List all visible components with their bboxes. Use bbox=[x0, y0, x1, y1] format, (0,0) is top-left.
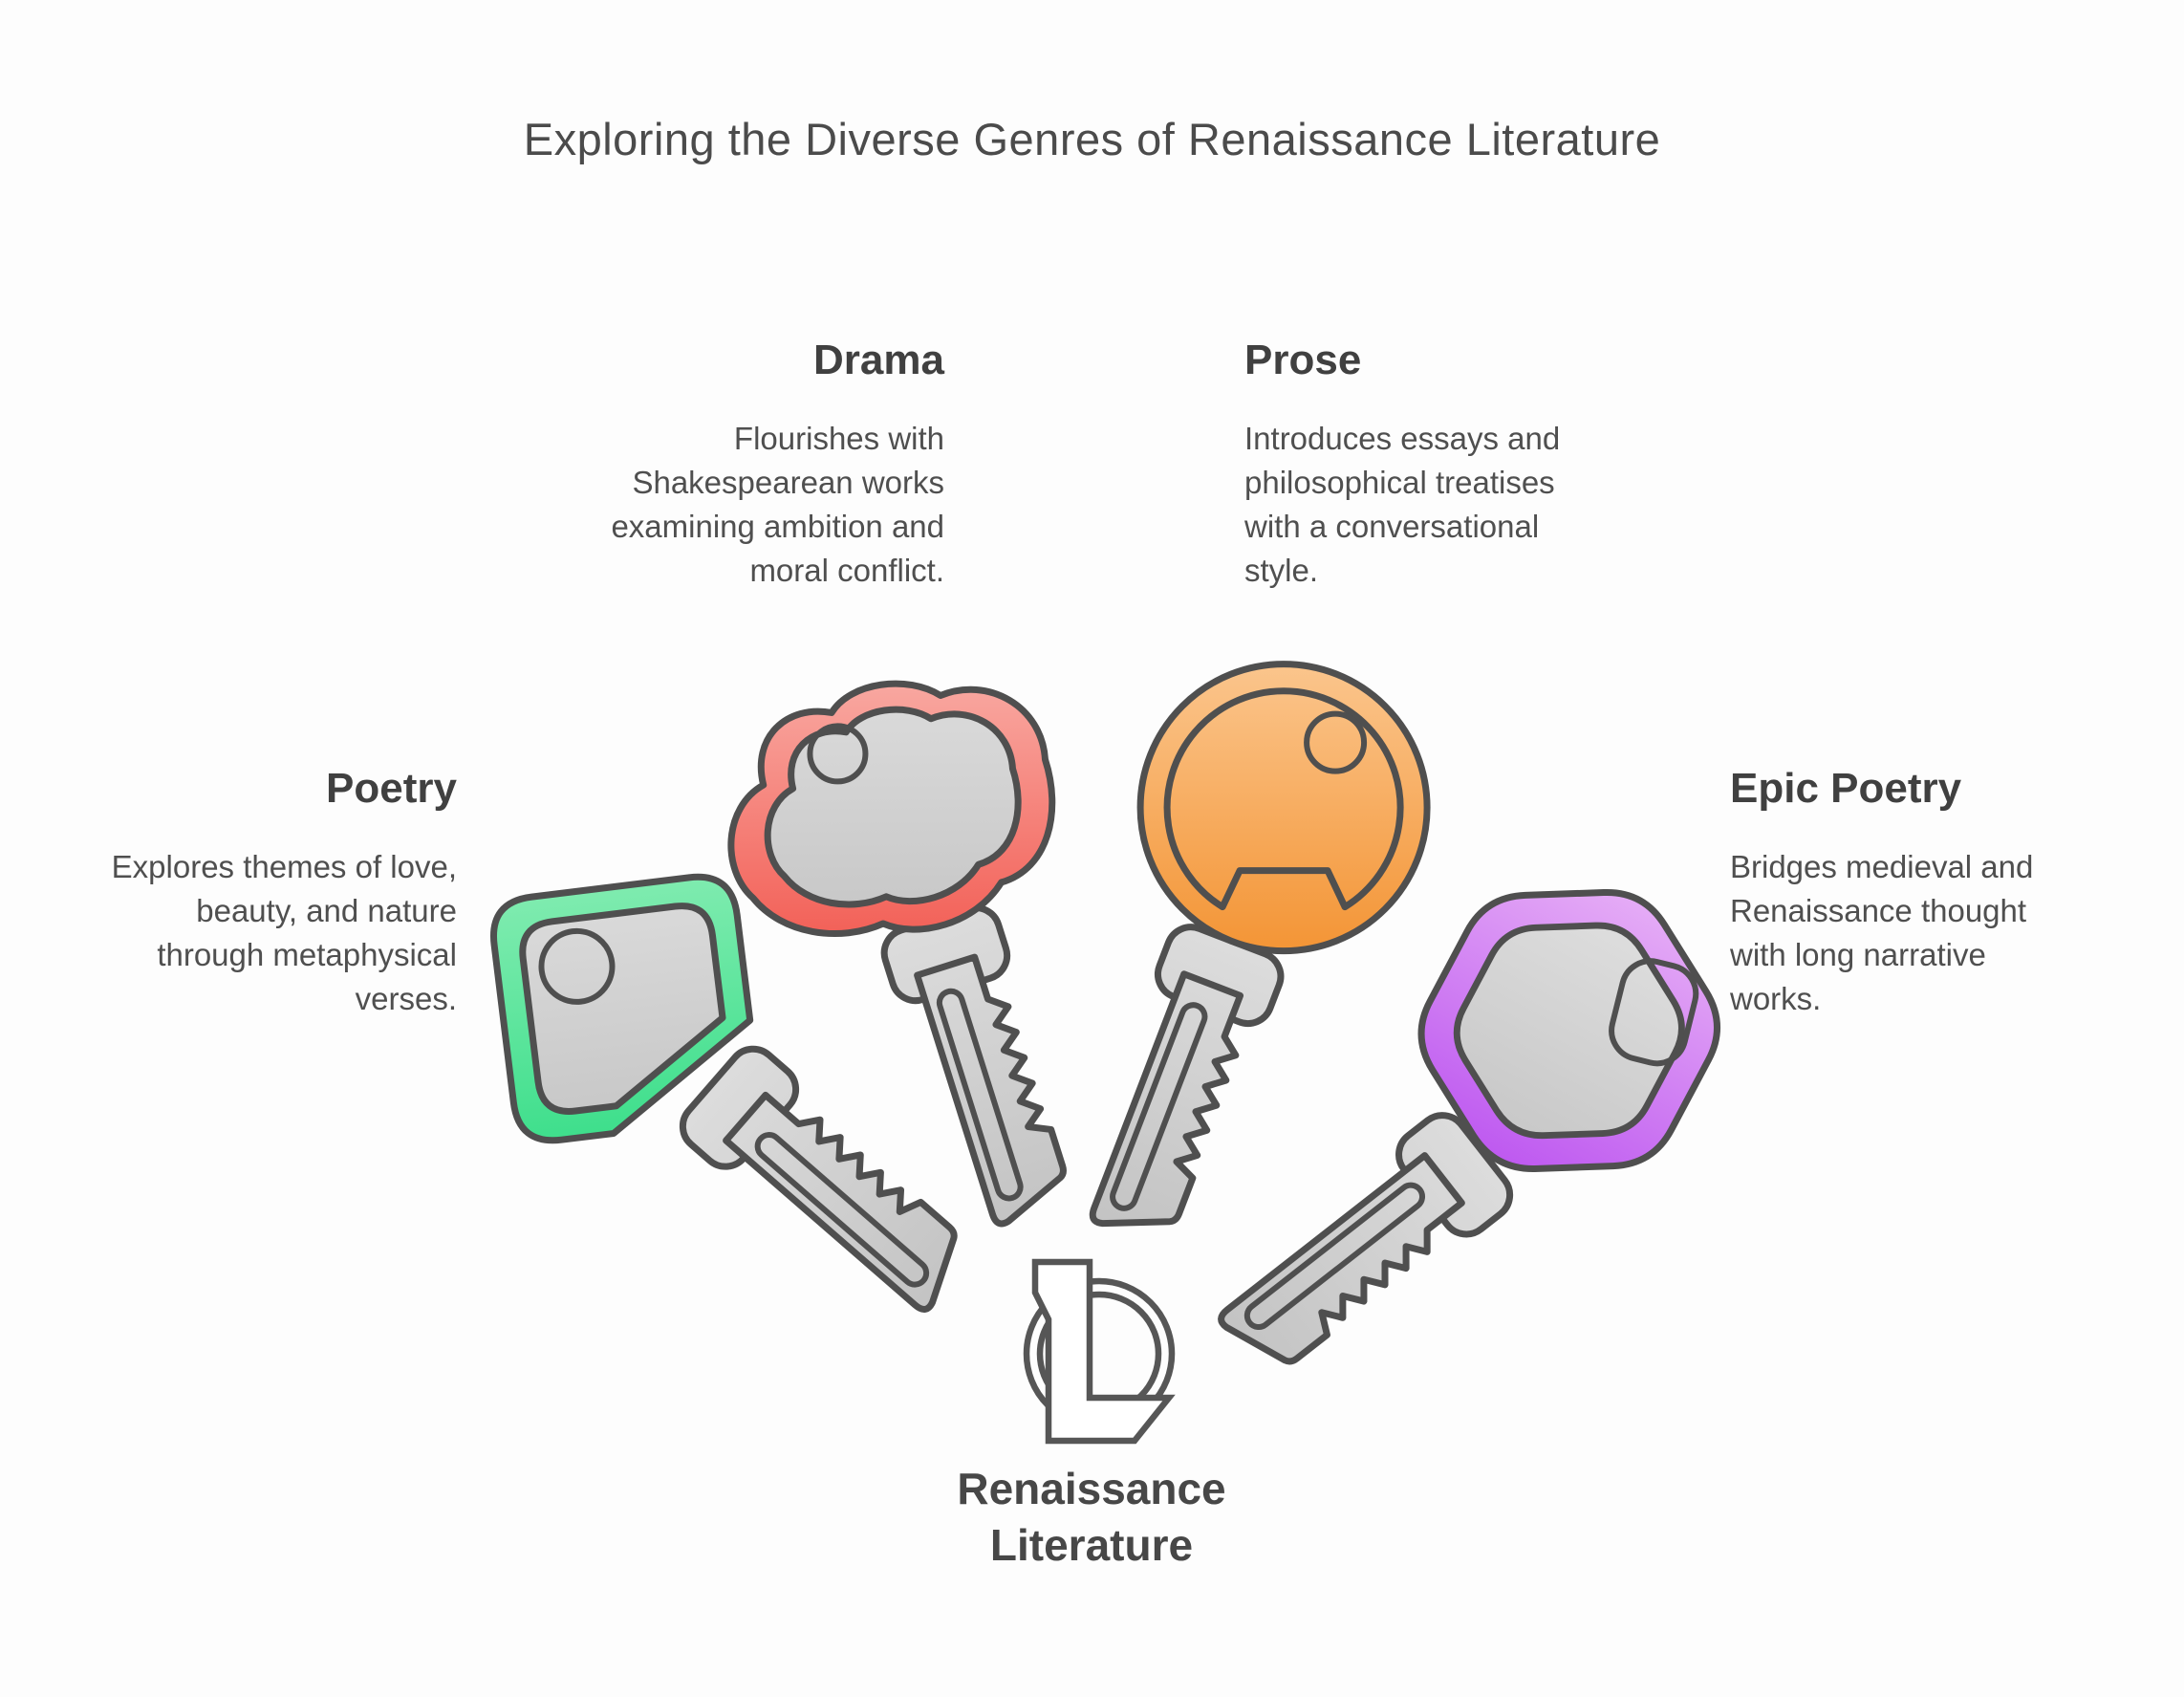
key-blade bbox=[1089, 970, 1244, 1228]
key-blade-slot bbox=[936, 988, 1024, 1202]
green-square-key-icon bbox=[489, 873, 958, 1313]
genre-block-prose: Prose Introduces essays and philosophica… bbox=[1244, 337, 1655, 593]
orange-round-key-icon bbox=[1089, 661, 1431, 1228]
letter-L-circle-logo bbox=[1023, 1258, 1176, 1445]
genre-block-poetry: Poetry Explores themes of love, beauty, … bbox=[57, 765, 457, 1021]
key-hole bbox=[807, 723, 869, 785]
red-cloud-key-icon bbox=[727, 680, 1067, 1228]
genre-heading-prose: Prose bbox=[1244, 337, 1362, 383]
key-head bbox=[1136, 661, 1431, 955]
genre-description-prose: Introduces essays and philosophical trea… bbox=[1244, 421, 1561, 588]
key-hole bbox=[1304, 710, 1368, 774]
key-hole bbox=[538, 927, 616, 1005]
genre-heading-drama: Drama bbox=[813, 337, 944, 383]
genre-heading-poetry: Poetry bbox=[326, 765, 457, 812]
key-head bbox=[1417, 889, 1721, 1172]
page-title: Exploring the Diverse Genres of Renaissa… bbox=[523, 114, 1661, 164]
center-label: Renaissance Literature bbox=[957, 1464, 1226, 1570]
genre-block-epic-poetry: Epic Poetry Bridges medieval and Renaiss… bbox=[1730, 765, 2141, 1021]
genre-description-epic-poetry: Bridges medieval and Renaissance thought… bbox=[1730, 849, 2034, 1016]
key-blade bbox=[1218, 1152, 1465, 1365]
key-blade bbox=[723, 1091, 958, 1313]
key-head bbox=[727, 680, 1056, 937]
key-blade-slot bbox=[1110, 1002, 1208, 1211]
genre-block-drama: Drama Flourishes with Shakespearean work… bbox=[562, 337, 944, 593]
key-hole bbox=[1609, 958, 1699, 1067]
key-blade-slot bbox=[1243, 1182, 1426, 1331]
bottle-opener-notch bbox=[1163, 687, 1404, 911]
key-head bbox=[489, 873, 754, 1144]
logo-letter-L bbox=[1031, 1258, 1176, 1445]
genre-heading-epic-poetry: Epic Poetry bbox=[1730, 765, 1962, 812]
genre-description-drama: Flourishes with Shakespearean works exam… bbox=[611, 421, 944, 588]
purple-hexagon-key-icon bbox=[1218, 889, 1721, 1365]
genre-description-poetry: Explores themes of love, beauty, and nat… bbox=[111, 849, 457, 1016]
key-blade-slot bbox=[754, 1132, 930, 1288]
